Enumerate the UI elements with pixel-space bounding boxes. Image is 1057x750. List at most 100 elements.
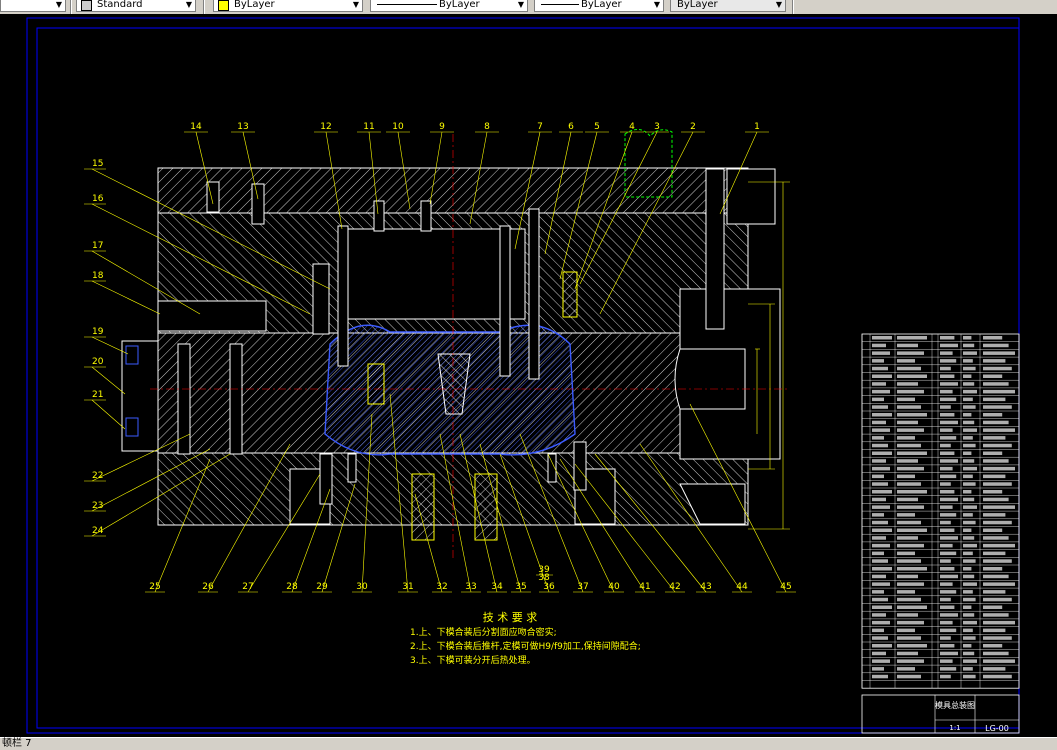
callout-3: 3 bbox=[654, 122, 660, 132]
bom-cell-text bbox=[940, 651, 958, 656]
bom-cell-text bbox=[897, 551, 915, 556]
bom-cell-text bbox=[872, 513, 884, 517]
lower-right-step bbox=[679, 483, 746, 525]
bom-cell-text bbox=[897, 574, 918, 579]
screw bbox=[547, 453, 557, 483]
screw bbox=[347, 453, 357, 483]
bom-cell-text bbox=[872, 413, 892, 417]
chevron-down-icon[interactable]: ▼ bbox=[185, 0, 192, 9]
bom-cell-text bbox=[897, 528, 927, 532]
bom-cell-text bbox=[897, 374, 927, 378]
bom-cell-text bbox=[963, 351, 977, 355]
properties-toolbar: ▼ Standard ▼ ByLayer ▼ ByLayer ▼ ByLayer… bbox=[0, 0, 1057, 15]
plotstyle-combo[interactable]: ByLayer ▼ bbox=[670, 0, 786, 12]
bom-cell-text bbox=[983, 459, 1009, 463]
callout-leader bbox=[514, 131, 541, 250]
bom-cell-text bbox=[983, 336, 1003, 340]
bom-cell-text bbox=[940, 620, 953, 625]
chevron-down-icon[interactable]: ▼ bbox=[653, 0, 660, 9]
bom-cell-text bbox=[897, 420, 918, 425]
bom-cell-text bbox=[897, 505, 924, 509]
bom-cell-text bbox=[963, 551, 973, 556]
bom-cell-text bbox=[940, 543, 953, 548]
linetype-scale-combo[interactable]: ▼ bbox=[0, 0, 66, 12]
chevron-down-icon[interactable]: ▼ bbox=[517, 0, 524, 9]
bom-cell-text bbox=[983, 382, 1009, 386]
bom-cell-text bbox=[963, 405, 976, 409]
bom-cell-text bbox=[963, 443, 976, 448]
lineweight-combo[interactable]: ByLayer ▼ bbox=[534, 0, 664, 12]
callout-12: 12 bbox=[320, 122, 331, 132]
bom-cell-text bbox=[983, 505, 1015, 509]
callout-leader bbox=[439, 433, 472, 593]
bom-cell-text bbox=[897, 474, 915, 479]
callout-leader bbox=[91, 453, 231, 537]
text-style-combo[interactable]: Standard ▼ bbox=[76, 0, 196, 12]
callout-20: 20 bbox=[92, 357, 104, 367]
bom-cell-text bbox=[940, 466, 953, 471]
bom-cell-text bbox=[940, 351, 953, 355]
callout-5: 5 bbox=[594, 122, 600, 132]
bom-cell-text bbox=[897, 613, 918, 617]
callout-leader bbox=[544, 131, 572, 255]
bom-cell-text bbox=[963, 420, 975, 425]
callout-leader bbox=[639, 443, 743, 593]
text-style-value: Standard bbox=[97, 0, 143, 10]
bom-cell-text bbox=[872, 343, 886, 348]
bom-cell-text bbox=[983, 343, 1009, 348]
bom-cell-text bbox=[963, 597, 976, 602]
bom-cell-text bbox=[872, 659, 890, 663]
bom-cell-text bbox=[963, 374, 972, 378]
bom-cell-text bbox=[963, 451, 972, 455]
toolbar-separator bbox=[203, 0, 205, 14]
callout-leader bbox=[594, 453, 707, 593]
tech-title: 技 术 要 求 bbox=[483, 611, 538, 624]
bom-cell-text bbox=[983, 490, 1003, 494]
callout-38: 38 bbox=[538, 573, 550, 583]
color-swatch-icon bbox=[218, 0, 229, 11]
toolbar-separator bbox=[792, 0, 794, 14]
callout-leader bbox=[479, 443, 522, 593]
callout-44: 44 bbox=[736, 582, 748, 592]
color-combo[interactable]: ByLayer ▼ bbox=[213, 0, 363, 12]
chevron-down-icon[interactable]: ▼ bbox=[352, 0, 359, 9]
callout-leader bbox=[689, 403, 787, 593]
bom-cell-text bbox=[940, 405, 951, 409]
cavity-insert bbox=[324, 324, 576, 541]
bom-cell-text bbox=[963, 382, 975, 386]
bom-cell-text bbox=[872, 420, 886, 425]
bom-cell-text bbox=[872, 559, 888, 563]
bom-cell-text bbox=[963, 659, 977, 663]
command-status-bar: 顿栏 7 bbox=[0, 737, 1057, 750]
return-pin bbox=[177, 343, 191, 455]
bom-cell-text bbox=[983, 582, 1015, 586]
bom-cell-text bbox=[940, 436, 957, 440]
chevron-down-icon[interactable]: ▼ bbox=[775, 0, 782, 9]
bom-cell-text bbox=[872, 528, 892, 532]
bom-cell-text bbox=[963, 490, 972, 494]
linetype-preview-icon bbox=[377, 4, 437, 5]
bom-cell-text bbox=[983, 351, 1015, 355]
bom-cell-text bbox=[872, 436, 884, 440]
bom-cell-text bbox=[983, 605, 1003, 609]
left-clamp-block bbox=[121, 340, 159, 452]
linetype-combo[interactable]: ByLayer ▼ bbox=[370, 0, 528, 12]
bom-cell-text bbox=[872, 543, 890, 548]
callout-1: 1 bbox=[754, 122, 760, 132]
callout-leader bbox=[459, 433, 498, 593]
callout-leader bbox=[559, 458, 646, 593]
bom-cell-text bbox=[872, 574, 886, 579]
bom-cell-text bbox=[897, 536, 918, 540]
bom-cell-text bbox=[897, 336, 927, 340]
bom-cell-text bbox=[872, 482, 888, 486]
bom-cell-text bbox=[983, 613, 1009, 617]
callout-24: 24 bbox=[92, 526, 104, 536]
bom-cell-text bbox=[963, 651, 975, 656]
bom-cell-text bbox=[897, 628, 915, 633]
bom-cell-text bbox=[963, 343, 975, 348]
bom-cell-text bbox=[940, 613, 958, 617]
chevron-down-icon[interactable]: ▼ bbox=[55, 0, 62, 9]
callout-leader bbox=[242, 131, 259, 200]
